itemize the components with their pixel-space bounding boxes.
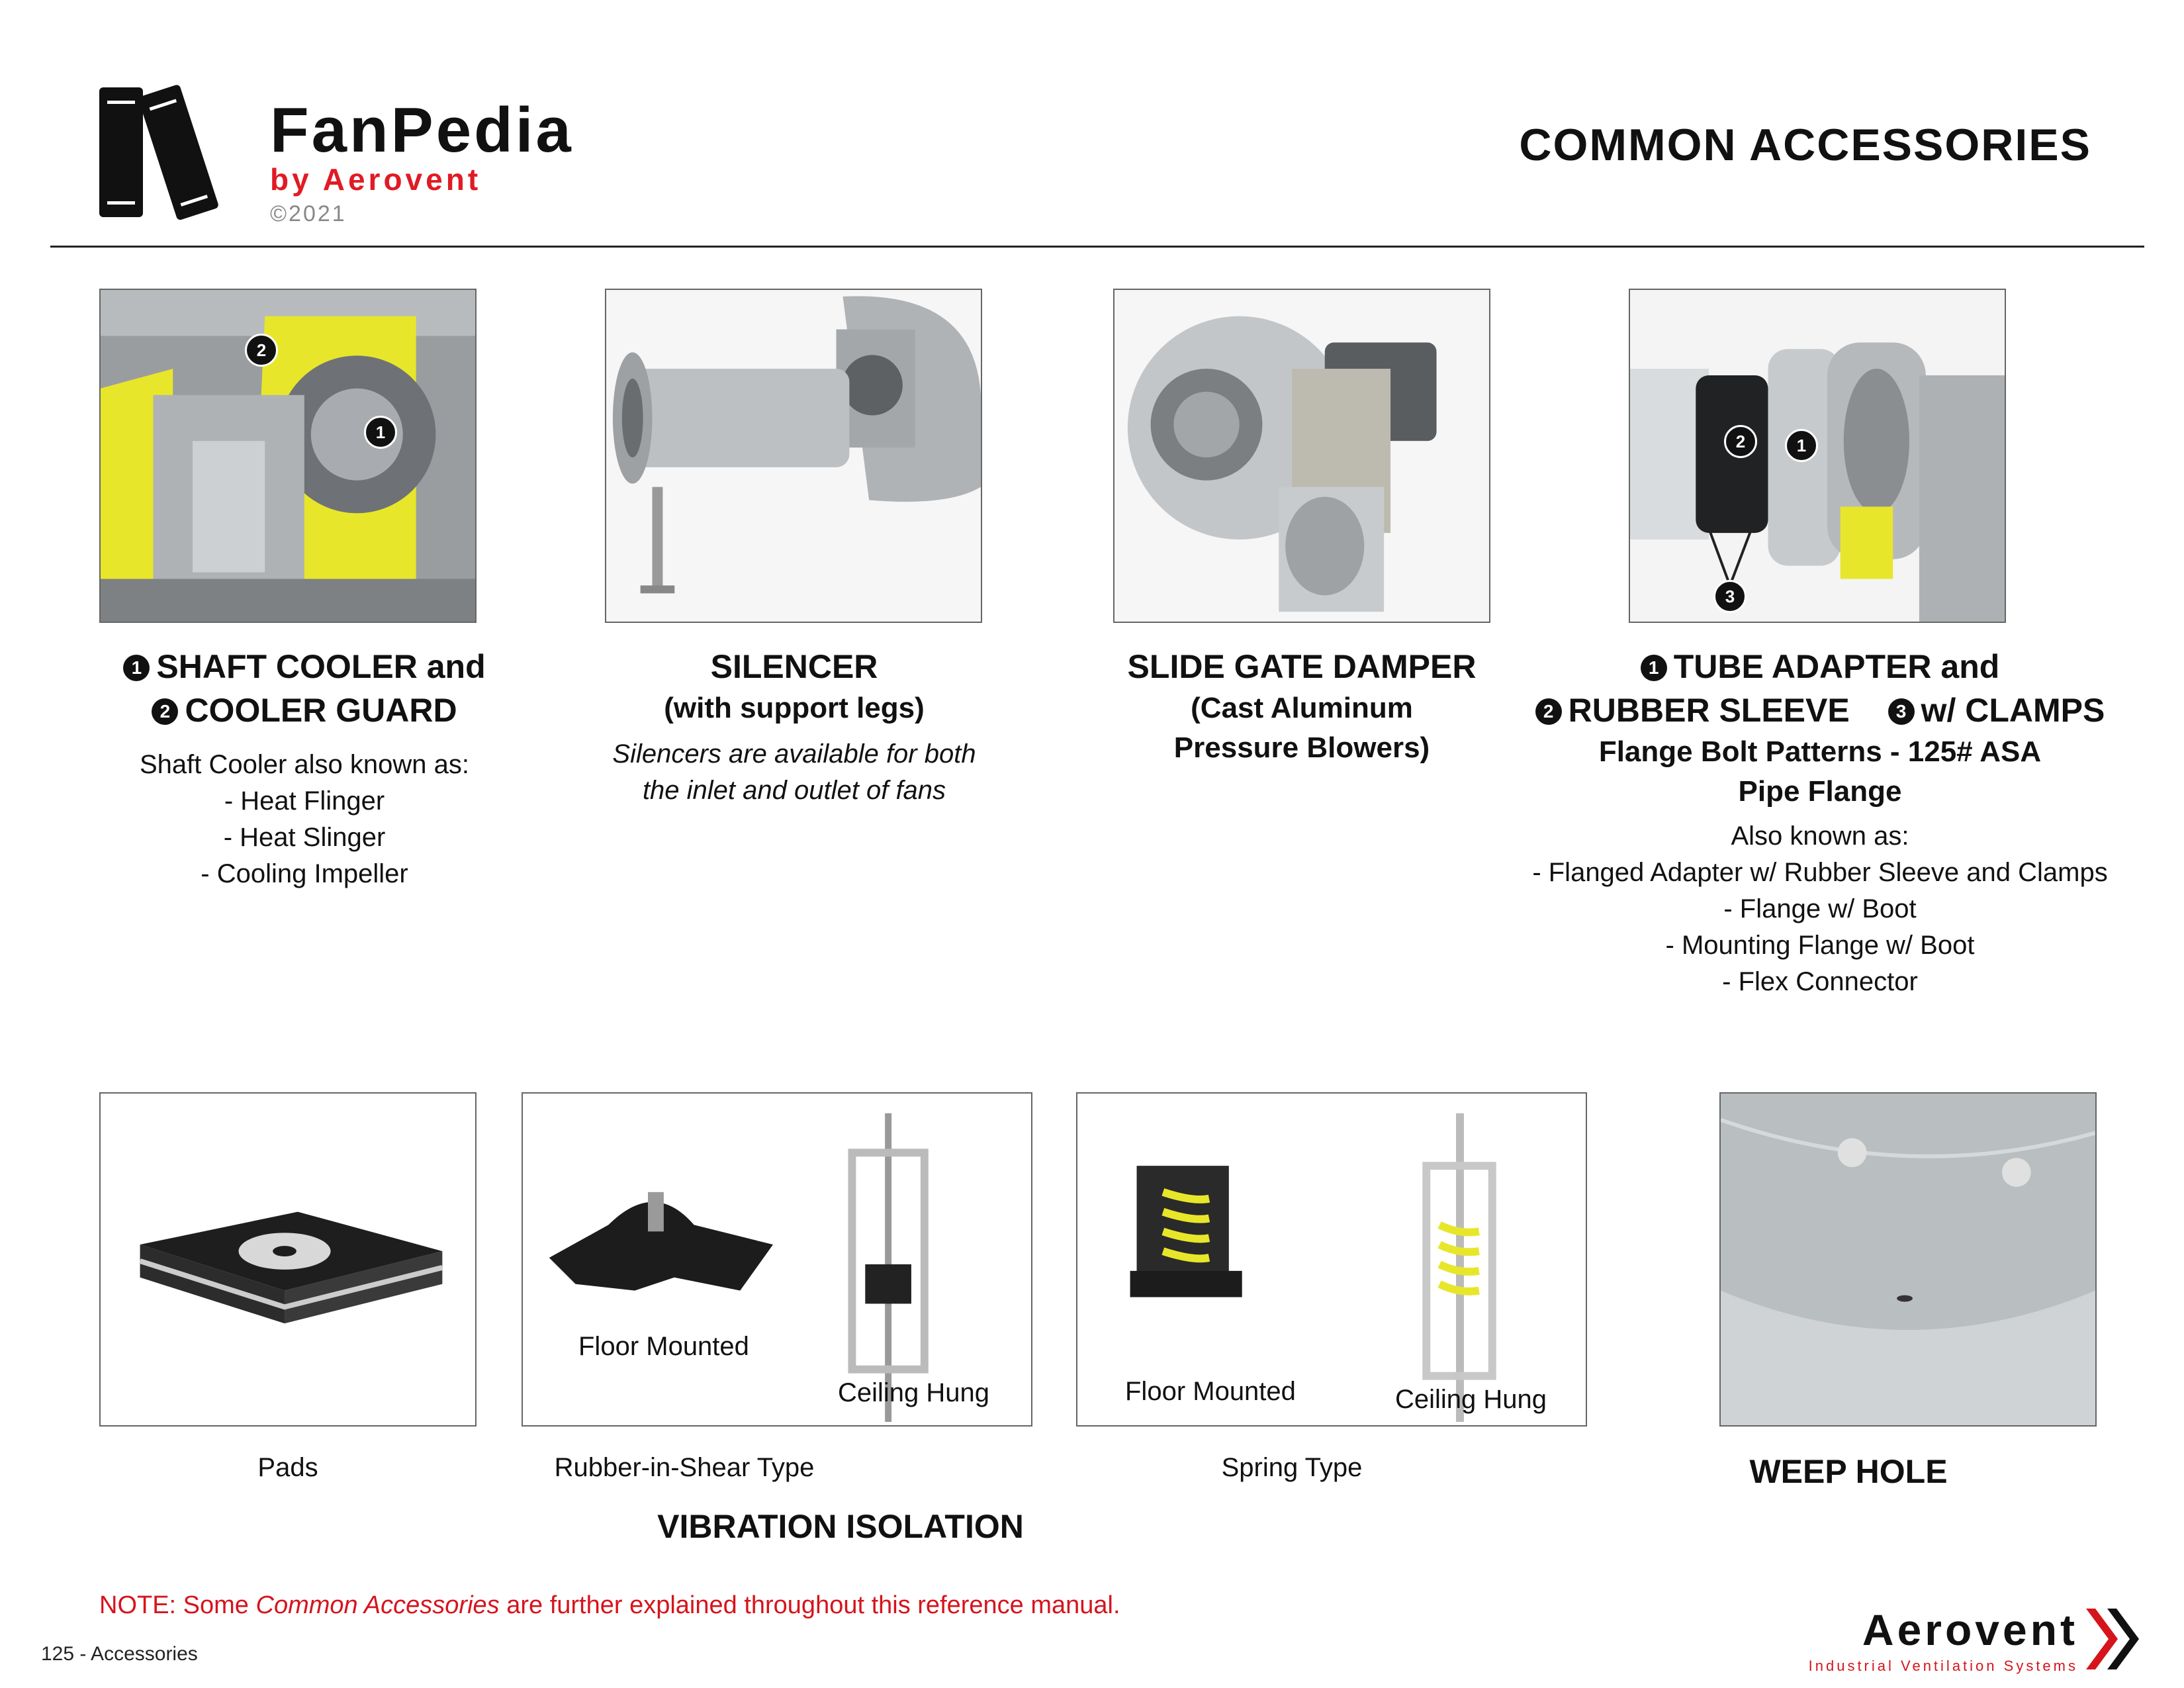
number-1-icon: 1 — [123, 655, 150, 681]
floor-mounted-label: Floor Mounted — [578, 1332, 749, 1361]
aka-item: - Cooling Impeller — [201, 859, 408, 888]
brand-name: FanPedia — [270, 95, 574, 165]
damper-caption: SLIDE GATE DAMPER (Cast Aluminum Pressur… — [1050, 645, 1553, 768]
badge-2: 2 — [1724, 425, 1757, 458]
badge-1: 1 — [364, 416, 397, 449]
silencer-title: SILENCER — [710, 648, 878, 685]
aerovent-tagline: Industrial Ventilation Systems — [1808, 1658, 2078, 1674]
number-2-icon: 2 — [1535, 698, 1562, 725]
ceiling-hung-label: Ceiling Hung — [838, 1378, 990, 1407]
pads-image — [99, 1092, 477, 1427]
aka-item: - Heat Slinger — [223, 823, 386, 852]
pads-caption: Pads — [257, 1453, 318, 1482]
floor-mounted-label: Floor Mounted — [1125, 1377, 1296, 1406]
books-logo-icon — [99, 85, 218, 220]
badge-3: 3 — [1713, 580, 1747, 613]
aka-label: Shaft Cooler also known as: — [139, 750, 470, 779]
brand-subtitle: by Aerovent — [270, 162, 482, 197]
aka-item: - Flange w/ Boot — [1723, 894, 1917, 923]
badge-2: 2 — [245, 334, 278, 367]
vibration-isolation-title: VIBRATION ISOLATION — [657, 1508, 1024, 1545]
rubber-in-shear-image: Floor Mounted Ceiling Hung — [522, 1092, 1032, 1427]
badge-1: 1 — [1785, 429, 1818, 462]
weep-hole-caption: WEEP HOLE — [1749, 1453, 1948, 1490]
aka-item: - Heat Flinger — [224, 786, 385, 816]
aka-item: - Flex Connector — [1722, 967, 1918, 996]
ceiling-hung-label: Ceiling Hung — [1395, 1385, 1547, 1414]
damper-title: SLIDE GATE DAMPER — [1127, 648, 1477, 685]
double-chevron-icon — [2086, 1609, 2139, 1669]
number-2-icon: 2 — [152, 698, 179, 725]
silencer-subtitle: (with support legs) — [664, 692, 925, 724]
slide-gate-damper-image — [1113, 289, 1490, 623]
page-number: 125 - Accessories — [41, 1643, 198, 1665]
spring-caption: Spring Type — [1221, 1453, 1363, 1482]
silencer-image — [605, 289, 982, 623]
number-3-icon: 3 — [1888, 698, 1915, 725]
spring-type-image: Floor Mounted Ceiling Hung — [1076, 1092, 1587, 1427]
copyright: ©2021 — [270, 201, 347, 226]
weep-hole-image — [1719, 1092, 2097, 1427]
aka-label: Also known as: — [1731, 821, 1909, 851]
footer-note: NOTE: Some Common Accessories are furthe… — [99, 1591, 1120, 1619]
silencer-caption: SILENCER (with support legs) Silencers a… — [543, 645, 1046, 809]
tube-adapter-image: 2 1 3 — [1629, 289, 2006, 623]
number-1-icon: 1 — [1640, 655, 1667, 681]
header-divider — [50, 246, 2144, 248]
shaft-cooler-image: 2 1 — [99, 289, 477, 623]
page-title: COMMON ACCESSORIES — [1519, 120, 2091, 170]
aka-item: - Flanged Adapter w/ Rubber Sleeve and C… — [1532, 858, 2108, 887]
aerovent-logo-text: Aerovent — [1862, 1605, 2078, 1654]
rubber-caption: Rubber-in-Shear Type — [554, 1453, 815, 1482]
aka-item: - Mounting Flange w/ Boot — [1665, 931, 1975, 960]
